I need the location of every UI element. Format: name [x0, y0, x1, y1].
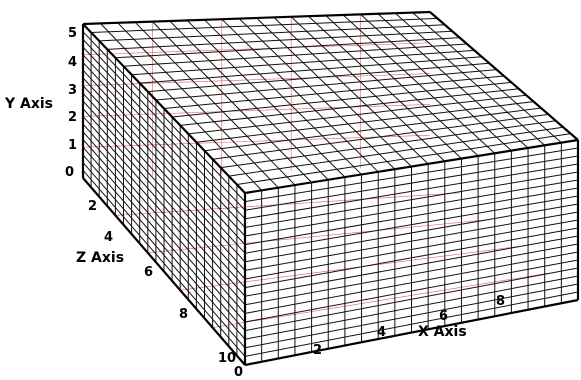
front-grid-line	[244, 155, 579, 211]
front-grid-line	[244, 291, 579, 357]
z-tick-label: 2	[88, 199, 97, 214]
box-edge	[82, 10, 431, 26]
top-grid-line	[172, 81, 512, 118]
inner-grid-line	[115, 192, 460, 216]
box-edge	[244, 138, 579, 195]
axis-labels: Y Axis Z Axis X Axis	[4, 96, 467, 340]
top-grid-line	[228, 126, 564, 177]
z-tick-label: 4	[104, 230, 113, 245]
inner-grid-line	[180, 246, 519, 291]
left-grid-line	[82, 54, 246, 228]
front-grid-line	[244, 243, 579, 306]
top-grid-line	[131, 49, 475, 76]
top-grid-line	[204, 107, 542, 152]
top-grid-line	[180, 88, 519, 126]
top-grid-line	[115, 37, 460, 59]
top-grid-line	[139, 56, 482, 84]
box-edge	[429, 11, 579, 141]
x-tick-label: 8	[496, 294, 505, 309]
front-grid-line	[244, 235, 579, 297]
top-grid-line	[163, 75, 505, 109]
top-grid-line	[212, 113, 549, 160]
top-grid-line	[188, 94, 527, 135]
front-grid-line	[244, 211, 579, 271]
x-tick-label: 2	[313, 343, 322, 358]
box-edges	[81, 10, 580, 367]
left-grid-line	[82, 154, 246, 340]
front-grid-line	[244, 195, 579, 254]
front-face-grid	[244, 142, 579, 362]
y-tick-label: 3	[68, 83, 77, 98]
left-grid-line	[82, 100, 246, 280]
front-grid-line	[244, 259, 579, 323]
top-grid-line	[155, 69, 497, 101]
x-tick-label: 6	[439, 309, 448, 324]
left-grid-line	[82, 123, 246, 306]
x-tick-label: 0	[234, 365, 243, 380]
front-grid-line	[244, 163, 579, 220]
left-grid-line	[82, 146, 246, 331]
front-grid-line	[244, 203, 579, 263]
inner-grid-line	[82, 104, 431, 117]
front-grid-line	[244, 187, 579, 246]
z-tick-label: 8	[179, 307, 188, 322]
z-axis-label: Z Axis	[76, 250, 124, 266]
y-tick-label: 0	[65, 165, 74, 180]
front-grid-line	[244, 251, 579, 314]
y-axis-label: Y Axis	[4, 96, 53, 112]
left-grid-line	[82, 139, 246, 323]
left-grid-line	[82, 92, 246, 271]
inner-grid-line	[212, 272, 549, 328]
top-grid-line	[236, 133, 571, 186]
z-tick-label: 6	[144, 265, 153, 280]
top-face-grid	[91, 12, 571, 191]
left-grid-line	[82, 116, 246, 297]
box-edge	[244, 298, 579, 367]
left-grid-line	[82, 169, 246, 357]
left-grid-line	[82, 46, 246, 220]
top-grid-line	[99, 24, 445, 42]
z-tick-label: 10	[218, 351, 236, 366]
left-grid-line	[82, 131, 246, 314]
left-grid-line	[82, 85, 246, 263]
left-grid-line	[82, 31, 246, 202]
x-axis-label: X Axis	[418, 324, 467, 340]
top-grid-line	[107, 30, 453, 50]
front-grid-line	[244, 275, 579, 340]
front-grid-line	[244, 219, 579, 280]
top-grid-line	[196, 101, 534, 143]
box-edge	[82, 177, 246, 366]
left-grid-line	[82, 62, 246, 237]
box-edge	[82, 23, 246, 194]
left-grid-line	[82, 69, 246, 245]
y-tick-label: 1	[68, 138, 77, 153]
inner-grid-line	[82, 42, 431, 56]
top-grid-line	[147, 62, 490, 93]
front-grid-line	[244, 283, 579, 349]
left-grid-line	[82, 39, 246, 211]
front-grid-line	[244, 179, 579, 237]
inner-grid-line	[82, 134, 431, 148]
front-grid-line	[244, 147, 579, 203]
y-tick-label: 5	[68, 26, 77, 41]
y-tick-label: 2	[68, 110, 77, 125]
left-grid-line	[82, 77, 246, 254]
front-grid-line	[244, 267, 579, 332]
left-grid-line	[82, 108, 246, 288]
top-grid-line	[91, 17, 438, 33]
front-grid-line	[244, 227, 579, 289]
left-face-grid	[82, 31, 246, 357]
y-tick-label: 4	[68, 55, 77, 70]
top-grid-line	[123, 43, 468, 67]
left-grid-line	[82, 162, 246, 349]
x-tick-label: 4	[377, 325, 386, 340]
front-grid-line	[244, 171, 579, 228]
top-grid-line	[220, 120, 556, 169]
